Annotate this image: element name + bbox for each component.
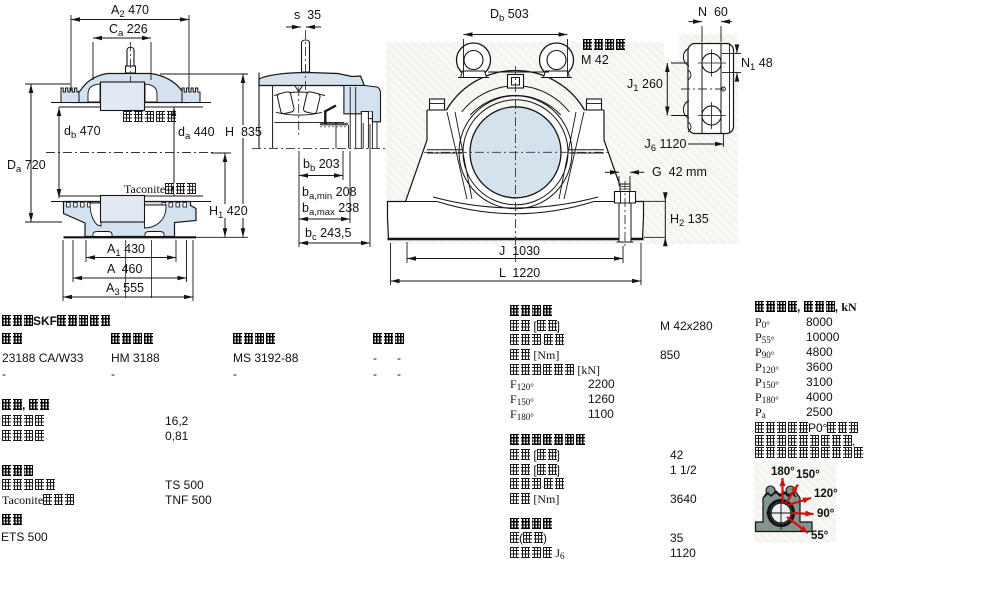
svg-text:J 1030: J 1030 bbox=[499, 244, 540, 258]
svg-text:A3 555: A3 555 bbox=[106, 281, 144, 298]
svg-text:M 42: M 42 bbox=[581, 53, 609, 67]
svg-text:bb 203: bb 203 bbox=[303, 157, 340, 174]
svg-text:Ca 226: Ca 226 bbox=[109, 22, 148, 39]
svg-text:G 42 mm: G 42 mm bbox=[652, 165, 707, 179]
svg-text:A2 470: A2 470 bbox=[111, 3, 149, 20]
svg-text:N 60: N 60 bbox=[698, 5, 728, 19]
svg-text:db 470: db 470 bbox=[64, 124, 101, 141]
svg-text:ba,max 238: ba,max 238 bbox=[302, 201, 359, 218]
svg-text:bc 243,5: bc 243,5 bbox=[305, 226, 352, 243]
svg-text:da 440: da 440 bbox=[178, 125, 215, 142]
svg-text:N1 48: N1 48 bbox=[741, 56, 773, 73]
svg-text:L 1220: L 1220 bbox=[499, 266, 540, 280]
svg-text:A 460: A 460 bbox=[107, 262, 142, 276]
svg-text:ba,min 208: ba,min 208 bbox=[302, 185, 357, 202]
svg-text:s 35: s 35 bbox=[294, 8, 321, 22]
svg-text:H1 420: H1 420 bbox=[209, 204, 248, 221]
svg-text:Db 503: Db 503 bbox=[490, 7, 529, 24]
svg-text:Da 720: Da 720 bbox=[7, 158, 46, 175]
svg-text:H 835: H 835 bbox=[225, 125, 262, 139]
